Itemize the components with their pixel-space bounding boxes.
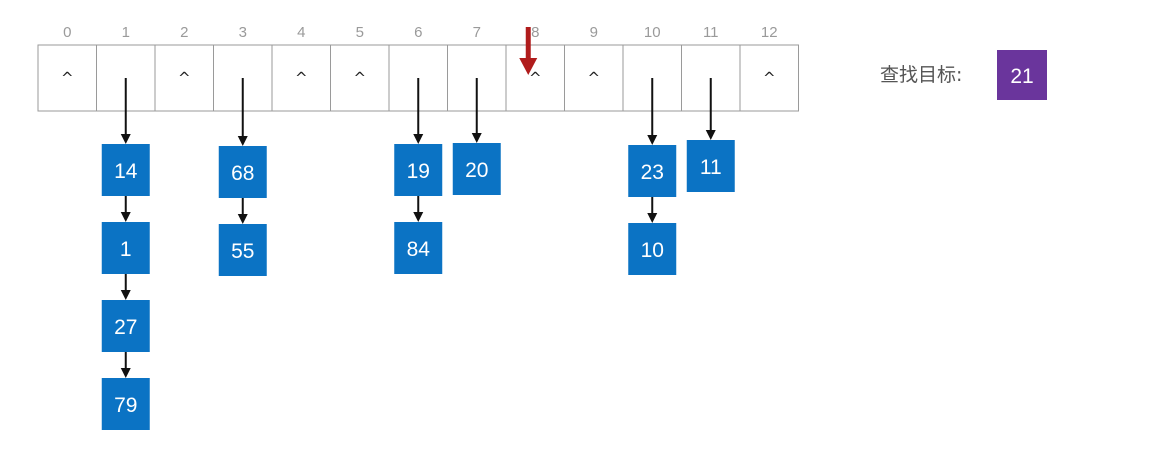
search-target-value: 21	[1010, 65, 1033, 88]
link-arrow-1-3	[120, 352, 131, 378]
link-arrow-7-0-head	[471, 133, 482, 143]
link-arrow-1-2	[120, 274, 131, 300]
link-arrow-6-0	[413, 78, 424, 144]
index-label-1: 1	[122, 24, 130, 41]
link-arrow-3-1	[237, 198, 248, 224]
chain-links	[120, 78, 716, 378]
node-value-11: 11	[700, 156, 722, 179]
search-target-label: 查找目标:	[880, 64, 962, 86]
slot-12	[739, 44, 799, 112]
node-value-68: 68	[231, 162, 254, 185]
index-label-11: 11	[703, 24, 719, 41]
pointer-arrow-head	[519, 58, 538, 75]
index-label-10: 10	[644, 24, 661, 41]
link-arrow-3-0	[237, 78, 248, 146]
node-value-27: 27	[114, 316, 137, 339]
link-arrow-6-1	[413, 196, 424, 222]
empty-marker-5: ^	[353, 69, 366, 87]
index-label-5: 5	[356, 24, 364, 41]
search-target: 查找目标: 21	[880, 50, 1047, 100]
node-14	[101, 144, 150, 196]
node-value-84: 84	[407, 238, 431, 261]
link-arrow-10-0-head	[647, 135, 658, 145]
link-arrow-1-3-head	[120, 368, 131, 378]
link-arrow-1-2-head	[120, 290, 131, 300]
link-arrow-7-0	[471, 78, 482, 143]
link-arrow-11-0	[705, 78, 716, 140]
index-label-7: 7	[473, 24, 481, 41]
node-27	[101, 300, 150, 352]
node-19	[394, 144, 443, 196]
link-arrow-1-0	[120, 78, 131, 144]
empty-marker-8: ^	[529, 69, 542, 87]
index-label-9: 9	[590, 24, 598, 41]
slot-9	[564, 44, 624, 112]
slot-0	[37, 44, 97, 112]
node-value-14: 14	[114, 160, 138, 183]
node-value-23: 23	[641, 161, 664, 184]
node-23	[628, 145, 677, 197]
slot-4	[271, 44, 331, 112]
node-11	[686, 140, 735, 192]
empty-marker-9: ^	[587, 69, 600, 87]
link-arrow-1-1-head	[120, 212, 131, 222]
node-value-1: 1	[120, 238, 132, 261]
link-arrow-1-1	[120, 196, 131, 222]
node-68	[218, 146, 267, 198]
link-arrow-11-0-head	[705, 130, 716, 140]
node-20	[452, 143, 501, 195]
node-79	[101, 378, 150, 430]
empty-marker-0: ^	[61, 69, 74, 87]
chain-nodes: 14 1 27 79 68 55 19 84 20 23 10 11	[101, 140, 735, 430]
index-label-3: 3	[239, 24, 247, 41]
index-label-0: 0	[63, 24, 71, 41]
link-arrow-6-0-head	[413, 134, 424, 144]
index-label-8: 8	[531, 24, 539, 41]
node-value-20: 20	[465, 159, 488, 182]
empty-marker-12: ^	[763, 69, 776, 87]
node-value-55: 55	[231, 240, 254, 263]
link-arrow-6-1-head	[413, 212, 424, 222]
node-10	[628, 223, 677, 275]
link-arrow-10-1	[647, 197, 658, 223]
node-55	[218, 224, 267, 276]
slot-5	[330, 44, 390, 112]
node-1	[101, 222, 150, 274]
link-arrow-1-0-head	[120, 134, 131, 144]
index-label-6: 6	[414, 24, 422, 41]
node-value-79: 79	[114, 394, 137, 417]
search-target-box	[997, 50, 1047, 100]
search-pointer	[519, 27, 538, 75]
index-label-4: 4	[297, 24, 305, 41]
link-arrow-3-1-head	[237, 214, 248, 224]
empty-marker-2: ^	[178, 69, 191, 87]
node-84	[394, 222, 443, 274]
link-arrow-10-1-head	[647, 213, 658, 223]
link-arrow-3-0-head	[237, 136, 248, 146]
link-arrow-10-0	[647, 78, 658, 145]
index-label-12: 12	[761, 24, 778, 41]
empty-marker-4: ^	[295, 69, 308, 87]
index-label-2: 2	[180, 24, 188, 41]
node-value-19: 19	[407, 160, 430, 183]
node-value-10: 10	[641, 239, 664, 262]
